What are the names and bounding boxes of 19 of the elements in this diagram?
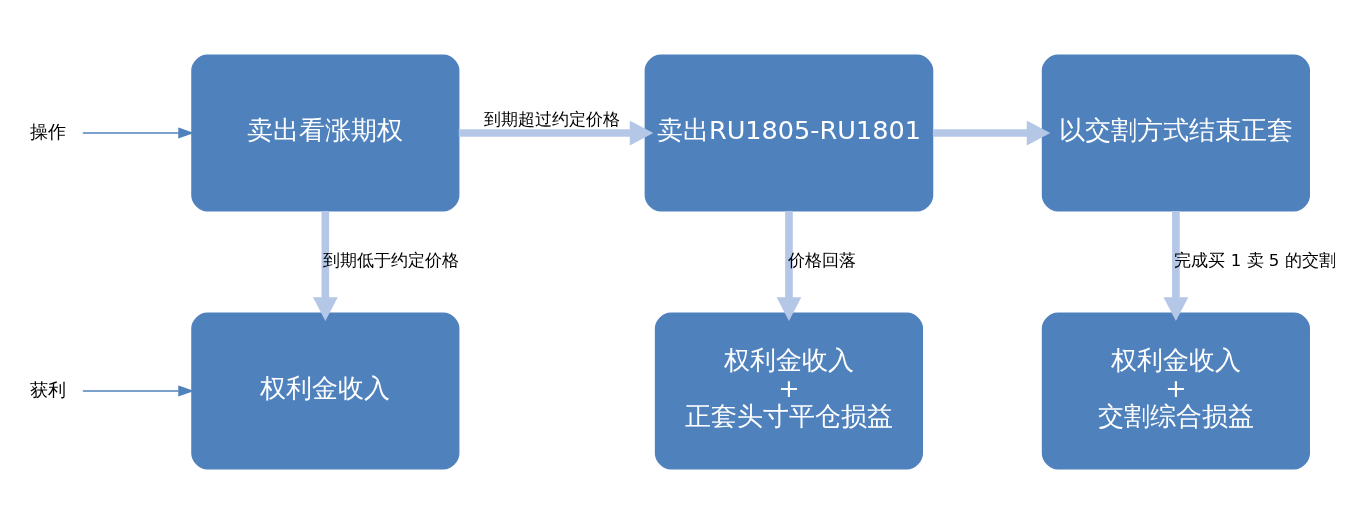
node-box: 卖出RU1805-RU1801: [644, 53, 934, 212]
arrow: [313, 210, 338, 321]
node-box: 以交割方式结束正套: [1041, 53, 1310, 212]
arrow: [458, 120, 654, 145]
arrow: [82, 126, 195, 139]
arrow: [1163, 210, 1189, 321]
node-box: 卖出看涨期权: [191, 53, 460, 212]
node-box: 权利金收入 + 正套头寸平仓损益: [654, 311, 924, 470]
arrow: [82, 384, 195, 397]
node-text: 操作: [30, 120, 67, 142]
node-text: 获利: [30, 378, 67, 400]
node-box: 权利金收入: [191, 311, 460, 470]
edge-label: 到期低于约定价格: [323, 250, 460, 270]
edge-label: 完成买 1 卖 5 的交割: [1174, 250, 1336, 270]
edge-label: 价格回落: [788, 250, 857, 270]
arrow: [932, 120, 1051, 145]
edge-label: 到期超过约定价格: [484, 109, 621, 129]
node-box: 权利金收入 + 交割综合损益: [1041, 311, 1310, 470]
arrow: [776, 210, 802, 321]
